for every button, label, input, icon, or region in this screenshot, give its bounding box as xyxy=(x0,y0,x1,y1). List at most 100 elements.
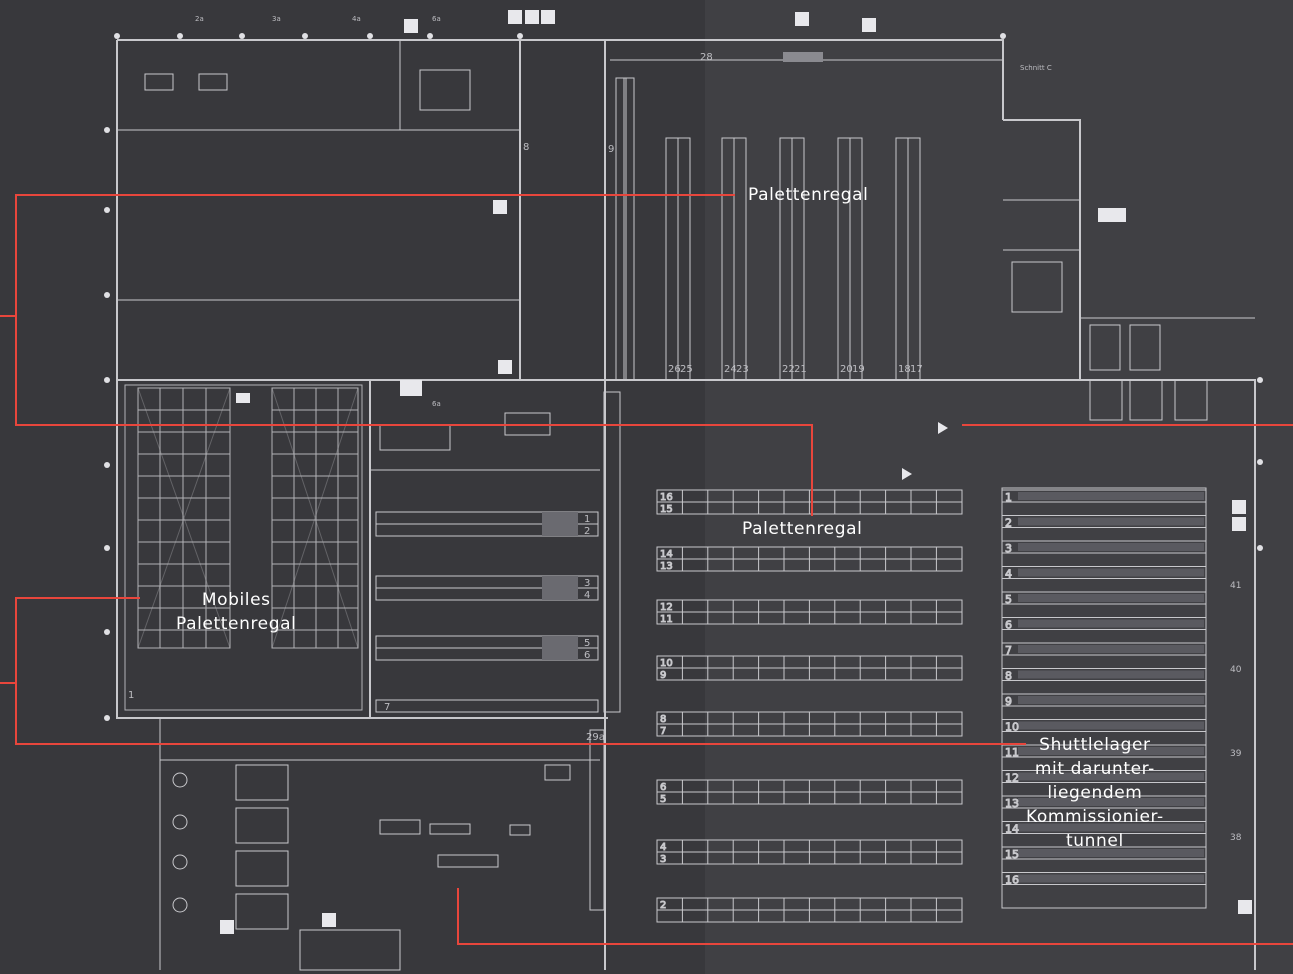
shuttle-row-fill xyxy=(1018,772,1204,781)
section-label: Schnitt C xyxy=(1020,64,1052,72)
shuttle-row-number: 5 xyxy=(1005,593,1012,606)
rack-number: 7 xyxy=(660,726,666,737)
svg-text:5: 5 xyxy=(584,638,590,649)
svg-text:38: 38 xyxy=(1230,833,1242,843)
shuttle-row xyxy=(1001,668,1207,681)
rack-number: 5 xyxy=(660,794,666,805)
shuttle-row-fill xyxy=(1018,696,1204,704)
shuttle-row-number: 13 xyxy=(1005,797,1019,810)
shuttle-row-number: 9 xyxy=(1005,695,1012,708)
page-shade xyxy=(705,0,1293,974)
left-mid-racks xyxy=(375,511,599,713)
svg-text:1: 1 xyxy=(584,514,590,525)
shuttle-row-fill xyxy=(1018,849,1204,857)
axis-label: 6a xyxy=(432,15,441,23)
rack-number: 4 xyxy=(660,842,666,853)
label-palettenregal-mid: Palettenregal xyxy=(742,519,863,539)
rack-number: 3 xyxy=(660,854,666,865)
label-mobiles-palettenregal: Mobiles Palettenregal xyxy=(176,590,297,634)
rack-number: 9 xyxy=(660,670,666,681)
rack-number: 11 xyxy=(660,614,673,625)
rack-label: 1 xyxy=(128,690,134,701)
axis-label: 4a xyxy=(352,15,361,23)
svg-text:20: 20 xyxy=(840,364,853,375)
column-markers xyxy=(104,33,1263,721)
shuttle-row-fill xyxy=(1018,721,1204,730)
mobile-rack-grid xyxy=(124,384,363,711)
aisle-label: 29a xyxy=(586,732,605,743)
rack-number: 10 xyxy=(660,658,673,669)
shuttle-row xyxy=(1001,719,1207,732)
shuttle-row-fill xyxy=(1018,747,1204,755)
svg-text:6: 6 xyxy=(584,650,590,661)
shuttle-row xyxy=(1001,591,1207,605)
shuttle-row-number: 1 xyxy=(1005,491,1012,504)
shuttle-row-number: 8 xyxy=(1005,670,1012,683)
svg-text:3: 3 xyxy=(584,578,590,589)
shuttle-row-fill xyxy=(1018,670,1204,679)
leader-lines xyxy=(0,194,1293,945)
shuttle-row xyxy=(1001,566,1207,579)
rack-number: 8 xyxy=(660,714,666,725)
svg-text:22: 22 xyxy=(782,364,795,375)
shuttle-row-number: 11 xyxy=(1005,746,1019,759)
shuttle-row-number: 14 xyxy=(1005,823,1019,836)
shuttle-row-number: 16 xyxy=(1005,874,1019,887)
svg-text:19: 19 xyxy=(852,364,865,375)
shuttle-row xyxy=(1001,744,1207,758)
label-palettenregal-top: Palettenregal xyxy=(748,185,869,205)
shuttle-row xyxy=(1001,821,1207,834)
top-pallet-racks xyxy=(615,77,921,381)
shuttle-row-fill xyxy=(1018,492,1204,500)
svg-text:26: 26 xyxy=(668,364,681,375)
shuttle-row xyxy=(1001,489,1207,503)
svg-text:7: 7 xyxy=(384,702,390,713)
svg-text:21: 21 xyxy=(794,364,807,375)
shuttle-row-fill xyxy=(1018,594,1204,602)
shuttle-row-number: 6 xyxy=(1005,619,1012,632)
shuttle-row-number: 10 xyxy=(1005,721,1019,734)
sign-icons xyxy=(220,10,1252,934)
shuttle-row xyxy=(1001,642,1207,656)
shuttle-row-fill xyxy=(1018,798,1204,806)
shuttle-row-fill xyxy=(1018,517,1204,526)
axis-label: 3a xyxy=(272,15,281,23)
rack-number: 2 xyxy=(660,900,666,911)
svg-text:25: 25 xyxy=(680,364,693,375)
rack-number: 6 xyxy=(660,782,666,793)
rack-number: 14 xyxy=(660,549,673,560)
svg-text:41: 41 xyxy=(1230,581,1241,591)
shuttle-row xyxy=(1001,540,1207,554)
shuttle-row-number: 15 xyxy=(1005,848,1019,861)
rack-number: 15 xyxy=(660,504,673,515)
svg-text:39: 39 xyxy=(1230,749,1242,759)
shuttle-row-fill xyxy=(1018,823,1204,832)
lower-left-rooms xyxy=(172,764,571,971)
shuttle-row-fill xyxy=(1018,645,1204,653)
aisle-label: 9 xyxy=(608,144,614,155)
shuttle-row-fill xyxy=(1018,874,1204,883)
shuttle-row xyxy=(1001,846,1207,860)
svg-text:23: 23 xyxy=(736,364,749,375)
svg-text:4: 4 xyxy=(584,590,590,601)
shuttle-row-number: 4 xyxy=(1005,568,1012,581)
rack-number: 12 xyxy=(660,602,673,613)
shuttle-row xyxy=(1001,693,1207,707)
shuttle-row-fill xyxy=(1018,568,1204,577)
svg-text:18: 18 xyxy=(898,364,911,375)
shuttle-row-number: 3 xyxy=(1005,542,1012,555)
rack-number: 16 xyxy=(660,492,673,503)
zone-label: 6a xyxy=(432,400,441,408)
label-shuttlelager: Shuttlelager mit darunter- liegendem Kom… xyxy=(1026,735,1164,851)
shuttle-row xyxy=(1001,872,1207,885)
axis-label: 2a xyxy=(195,15,204,23)
shuttle-row-fill xyxy=(1018,543,1204,551)
shuttle-row xyxy=(1001,795,1207,809)
left-mid-rack-numbers: 1 2 3 4 5 6 7 xyxy=(384,514,590,713)
shuttle-row-number: 12 xyxy=(1005,772,1019,785)
svg-text:2: 2 xyxy=(584,526,590,537)
shuttle-row-number: 7 xyxy=(1005,644,1012,657)
